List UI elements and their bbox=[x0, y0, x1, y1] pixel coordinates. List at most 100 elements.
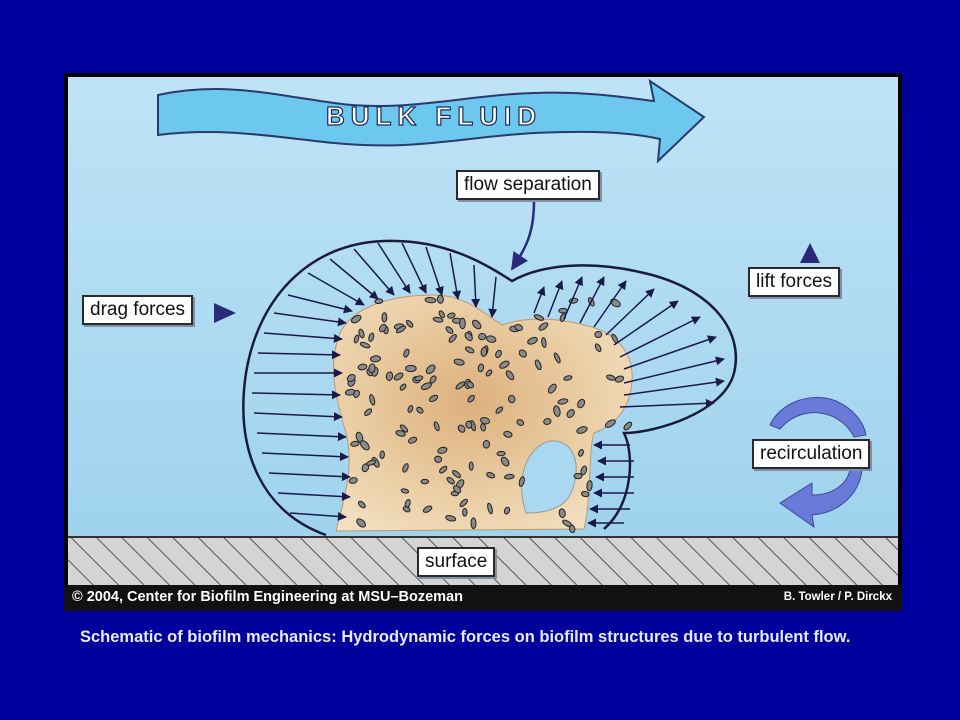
biofilm-cell bbox=[405, 319, 414, 328]
force-arrow bbox=[251, 390, 341, 400]
biofilm-cell bbox=[470, 517, 477, 529]
biofilm-cell bbox=[357, 500, 366, 509]
biofilm-cell bbox=[594, 330, 603, 339]
biofilm-cell bbox=[448, 334, 457, 343]
biofilm-cell bbox=[558, 508, 566, 519]
biofilm-cell bbox=[534, 359, 542, 371]
biofilm-cell bbox=[403, 348, 410, 358]
biofilm-cell bbox=[485, 369, 493, 377]
biofilm-cell bbox=[399, 383, 407, 391]
biofilm-cell bbox=[496, 450, 506, 457]
biofilm-cell bbox=[447, 312, 456, 319]
flow-separation-label: flow separation bbox=[456, 170, 600, 200]
biofilm-cell bbox=[614, 375, 625, 383]
biofilm-cell bbox=[486, 335, 497, 343]
biofilm-cell bbox=[434, 455, 443, 463]
biofilm-cell bbox=[453, 485, 462, 494]
force-arrow bbox=[273, 312, 347, 327]
force-arrow bbox=[329, 258, 379, 300]
force-arrow bbox=[488, 276, 498, 318]
biofilm-cell bbox=[459, 317, 466, 330]
force-arrow bbox=[263, 332, 343, 343]
biofilm-cell bbox=[507, 394, 516, 404]
force-arrow bbox=[593, 280, 627, 328]
biofilm-cell bbox=[432, 316, 444, 323]
force-arrow bbox=[547, 280, 564, 318]
biofilm-cell bbox=[553, 405, 561, 417]
biofilm-cell bbox=[605, 374, 616, 381]
biofilm-cell bbox=[478, 332, 487, 341]
biofilm-cell bbox=[437, 446, 448, 454]
force-arrow bbox=[261, 452, 349, 462]
recirculation-arrow-bottom bbox=[779, 468, 863, 529]
biofilm-cell bbox=[439, 465, 448, 474]
force-arrow bbox=[287, 294, 353, 314]
force-arrow bbox=[289, 511, 347, 521]
biofilm-cell bbox=[395, 430, 406, 437]
biofilm-cell bbox=[499, 360, 510, 369]
biofilm-cell bbox=[553, 352, 561, 364]
biofilm-cell bbox=[594, 343, 602, 352]
biofilm-cell bbox=[467, 394, 475, 403]
biofilm-cell bbox=[543, 418, 552, 425]
biofilm-cell bbox=[533, 314, 545, 321]
biofilm-cell bbox=[569, 524, 576, 534]
biofilm-cell bbox=[420, 478, 430, 485]
biofilm-cell bbox=[503, 506, 511, 515]
biofilm-cell bbox=[357, 363, 368, 371]
biofilm-cell bbox=[455, 381, 466, 390]
biofilm-cell bbox=[379, 450, 385, 460]
biofilm-cell bbox=[381, 312, 388, 323]
footer-bar bbox=[64, 585, 902, 611]
biofilm-cell bbox=[420, 382, 432, 391]
biofilm-cell bbox=[557, 398, 569, 405]
force-arrow bbox=[533, 286, 546, 314]
biofilm-cell bbox=[368, 363, 376, 374]
biofilm-cell bbox=[503, 430, 513, 438]
biofilm-cell bbox=[393, 372, 404, 381]
biofilm-cell bbox=[385, 371, 394, 381]
biofilm-cell bbox=[468, 461, 474, 471]
force-arrow bbox=[377, 242, 411, 294]
biofilm-cell bbox=[527, 336, 538, 345]
biofilm-cell bbox=[358, 328, 365, 339]
biofilm-cell bbox=[400, 488, 410, 494]
biofilm-cell bbox=[578, 449, 584, 457]
biofilm-cell bbox=[428, 394, 439, 403]
credit-text: B. Towler / P. Dirckx bbox=[783, 591, 892, 603]
biofilm-cell bbox=[480, 423, 486, 432]
biofilm-cell bbox=[433, 421, 440, 432]
biofilm-cell bbox=[350, 314, 362, 324]
force-arrow bbox=[268, 472, 351, 482]
biofilm-cell bbox=[445, 515, 457, 522]
force-arrow bbox=[425, 246, 444, 296]
biofilm-cell bbox=[576, 426, 588, 434]
force-arrow bbox=[623, 335, 717, 370]
biofilm-cell bbox=[370, 355, 381, 363]
force-arrow bbox=[605, 288, 655, 336]
biofilm-cell bbox=[466, 381, 474, 389]
force-arrow bbox=[563, 276, 583, 320]
biofilm-cell bbox=[353, 334, 360, 344]
biofilm-cell bbox=[580, 490, 590, 498]
force-arrow bbox=[619, 398, 715, 408]
biofilm-cell bbox=[363, 408, 373, 416]
force-arrow bbox=[353, 248, 395, 296]
biofilm-cell bbox=[604, 419, 616, 428]
biofilm-cell bbox=[374, 298, 384, 305]
biofilm-cell bbox=[369, 394, 376, 406]
biofilm-cell bbox=[445, 326, 454, 334]
drag-forces-label: drag forces bbox=[82, 295, 194, 325]
force-arrow bbox=[623, 377, 725, 396]
biofilm-cell bbox=[429, 375, 437, 384]
biofilm-cell bbox=[350, 440, 360, 447]
biofilm-cell bbox=[422, 505, 433, 513]
force-arrow bbox=[623, 356, 725, 384]
biofilm-cell bbox=[465, 420, 473, 429]
biofilm-cell bbox=[516, 419, 525, 426]
lift-forces-label: lift forces bbox=[748, 267, 841, 297]
biofilm-cell bbox=[505, 370, 515, 381]
force-arrows bbox=[251, 242, 725, 528]
biofilm-cell bbox=[518, 349, 527, 358]
biofilm-cell bbox=[541, 337, 547, 348]
